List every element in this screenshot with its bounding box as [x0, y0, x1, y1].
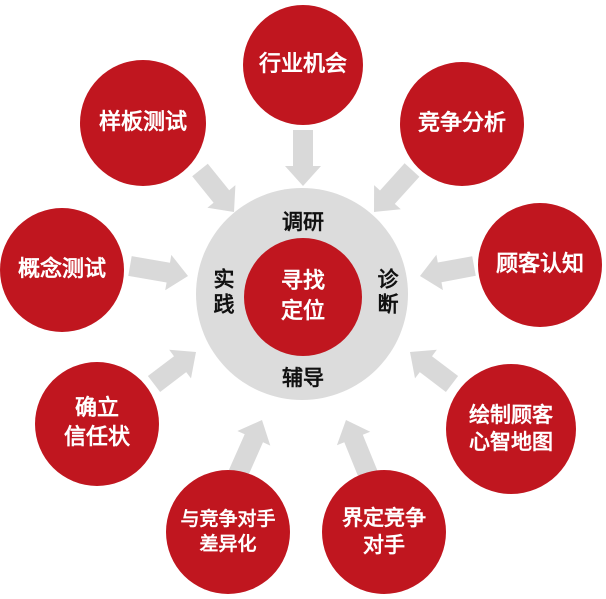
arrow-gainian	[128, 254, 188, 291]
center-core: 寻找 定位	[244, 238, 362, 356]
ring-label-left: 实践	[211, 268, 235, 318]
node-yangban: 样板测试	[80, 60, 206, 186]
arrow-chayi	[228, 420, 271, 479]
ring-label-top: 调研	[282, 210, 324, 234]
node-queli: 确立 信任状	[35, 362, 159, 486]
arrow-queli	[147, 349, 196, 392]
node-hangye: 行业机会	[243, 5, 363, 125]
node-jieding: 界定竞争 对手	[322, 470, 446, 594]
arrow-jieding	[336, 420, 378, 478]
arrow-hangye	[285, 130, 321, 186]
arrow-guke	[420, 254, 476, 291]
node-chayi: 与竞争对手 差异化	[166, 470, 290, 594]
ring-label-bottom: 辅导	[282, 366, 324, 390]
node-huizhi: 绘制顾客 心智地图	[446, 364, 576, 494]
node-jingzheng: 竞争分析	[400, 62, 524, 186]
ring-label-right: 诊断	[375, 268, 399, 318]
node-gainian: 概念测试	[0, 208, 124, 332]
arrow-jingzheng	[374, 163, 420, 212]
node-guke: 顾客认知	[478, 203, 602, 327]
arrow-yangban	[192, 163, 236, 212]
arrow-huizhi	[410, 349, 459, 392]
